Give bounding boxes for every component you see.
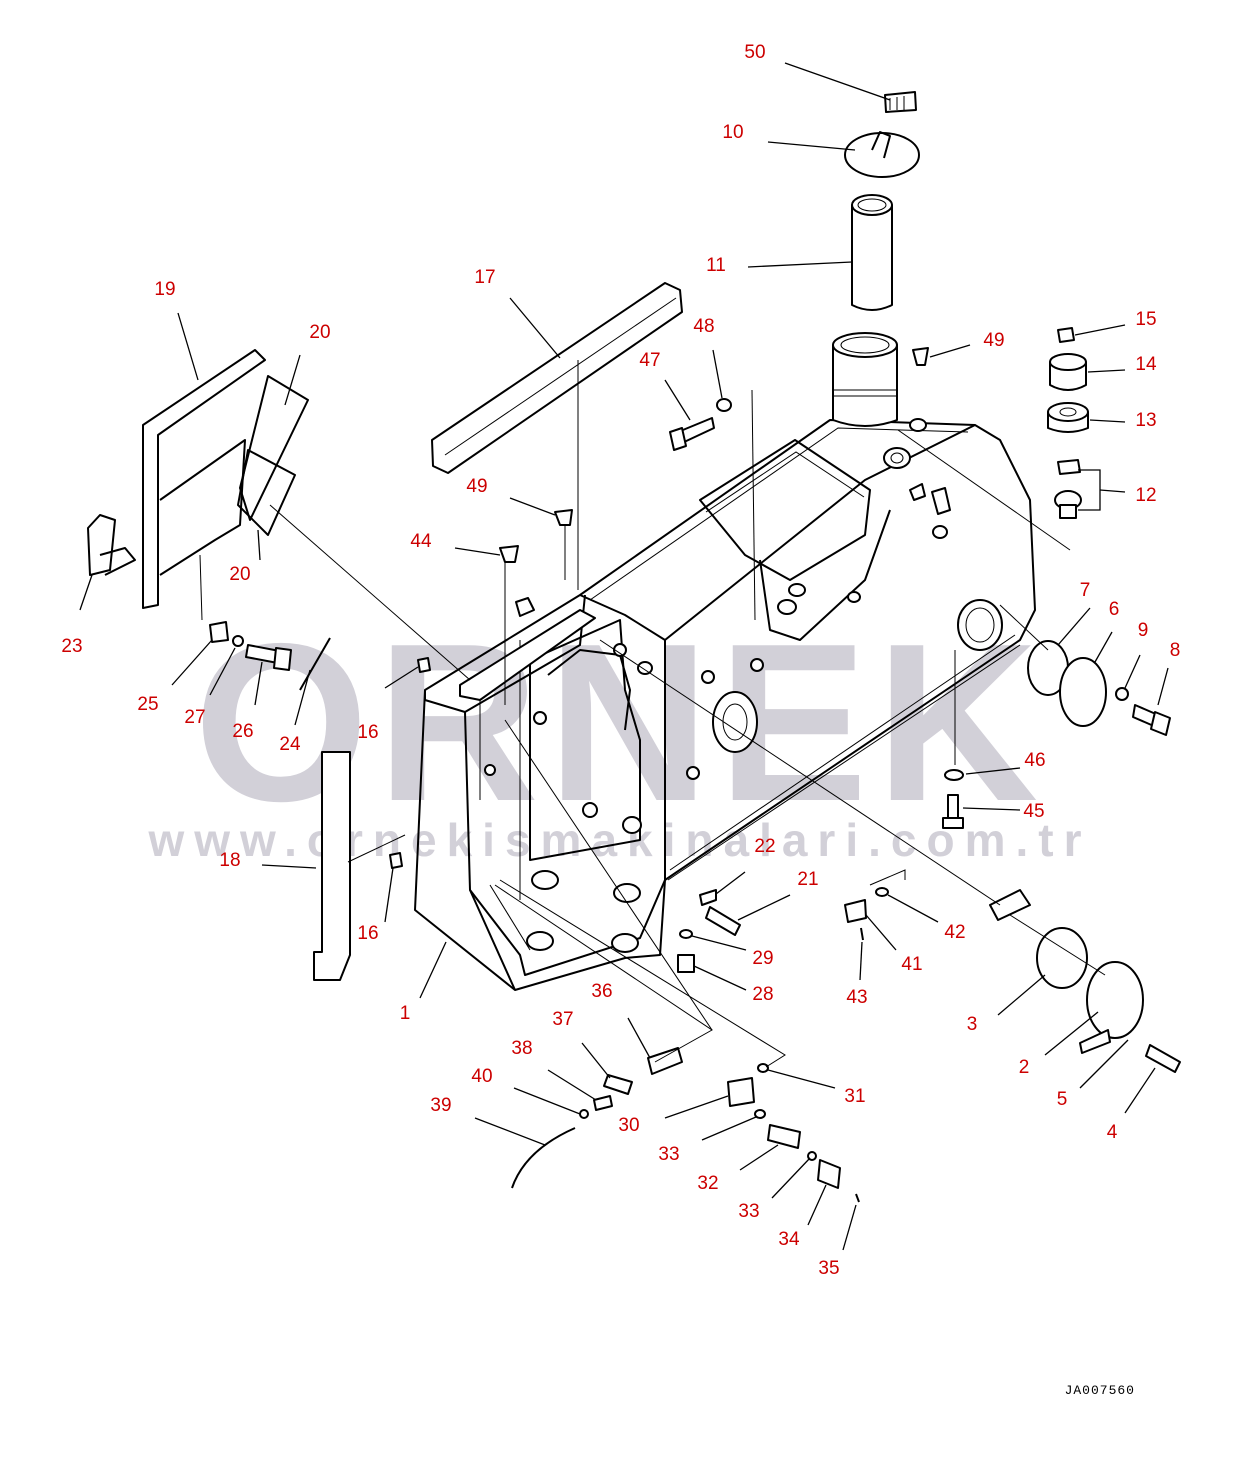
callout-41: 41 <box>901 954 922 975</box>
callout-14: 14 <box>1135 354 1157 375</box>
callout-10: 10 <box>722 122 743 143</box>
callout-17: 17 <box>474 267 495 288</box>
callout-35: 35 <box>818 1258 839 1279</box>
callout-2: 2 <box>1019 1057 1030 1078</box>
callout-18: 18 <box>219 850 240 871</box>
callout-26: 26 <box>232 721 253 742</box>
callout-49: 49 <box>466 476 487 497</box>
callout-23: 23 <box>61 636 82 657</box>
callout-22: 22 <box>754 836 775 857</box>
callout-6: 6 <box>1109 599 1120 620</box>
callout-7: 7 <box>1080 580 1091 601</box>
callout-25: 25 <box>137 694 158 715</box>
callout-20: 20 <box>309 322 330 343</box>
callout-1: 1 <box>400 1003 411 1024</box>
callout-5: 5 <box>1057 1089 1068 1110</box>
callout-4: 4 <box>1107 1122 1118 1143</box>
callout-38: 38 <box>511 1038 532 1059</box>
drawing-code: JA007560 <box>1065 1383 1135 1398</box>
component-parts <box>87 91 1181 1203</box>
callout-16: 16 <box>357 722 378 743</box>
callout-9: 9 <box>1138 620 1149 641</box>
callout-28: 28 <box>752 984 773 1005</box>
callout-12: 12 <box>1135 485 1156 506</box>
callout-29: 29 <box>752 948 773 969</box>
callout-19: 19 <box>154 279 175 300</box>
callout-numbers: 5010111748474915141312192020234944769825… <box>61 42 1180 1279</box>
callout-11: 11 <box>706 255 726 276</box>
hydraulic-tank-body <box>414 332 1036 991</box>
callout-46: 46 <box>1024 750 1045 771</box>
callout-27: 27 <box>184 707 205 728</box>
callout-39: 39 <box>430 1095 451 1116</box>
callout-37: 37 <box>552 1009 573 1030</box>
callout-50: 50 <box>744 42 765 63</box>
callout-8: 8 <box>1170 640 1181 661</box>
callout-48: 48 <box>693 316 714 337</box>
callout-20: 20 <box>229 564 250 585</box>
leader-lines <box>79 62 1169 1251</box>
callout-33: 33 <box>658 1144 679 1165</box>
callout-30: 30 <box>618 1115 639 1136</box>
callout-33: 33 <box>738 1201 759 1222</box>
callout-3: 3 <box>967 1014 978 1035</box>
callout-31: 31 <box>844 1086 865 1107</box>
callout-36: 36 <box>591 981 612 1002</box>
callout-45: 45 <box>1023 801 1044 822</box>
callout-43: 43 <box>846 987 867 1008</box>
callout-49: 49 <box>983 330 1004 351</box>
watermark-url: www.ornekismakinalari.com.tr <box>148 814 1092 866</box>
callout-13: 13 <box>1135 410 1156 431</box>
callout-47: 47 <box>639 350 660 371</box>
callout-42: 42 <box>944 922 965 943</box>
callout-44: 44 <box>410 531 432 552</box>
callout-16: 16 <box>357 923 378 944</box>
callout-24: 24 <box>279 734 301 755</box>
callout-21: 21 <box>797 869 818 890</box>
callout-32: 32 <box>697 1173 718 1194</box>
callout-40: 40 <box>471 1066 492 1087</box>
callout-15: 15 <box>1135 309 1156 330</box>
callout-34: 34 <box>778 1229 800 1250</box>
